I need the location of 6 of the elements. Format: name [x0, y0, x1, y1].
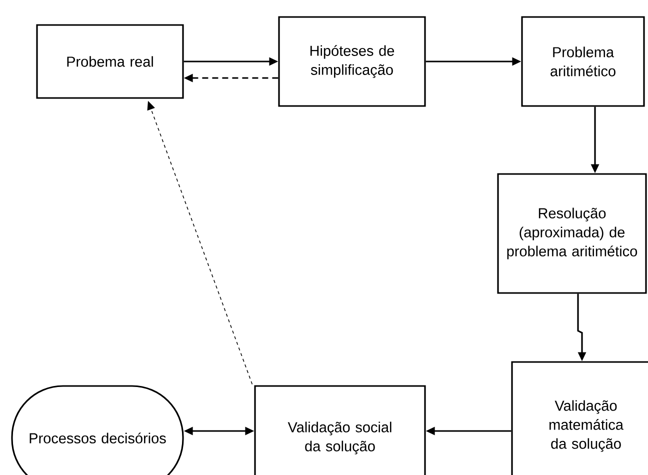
- process-box: Problema aritimético: [521, 16, 645, 107]
- process-box: Probema real: [36, 24, 184, 99]
- process-box: Resolução (aproximada) de problema aritimético: [497, 173, 647, 294]
- process-box: Validação matemática da solução: [511, 361, 648, 475]
- process-box: Validação social da solução: [254, 385, 426, 475]
- process-box: Hipóteses de simplificação: [278, 16, 426, 107]
